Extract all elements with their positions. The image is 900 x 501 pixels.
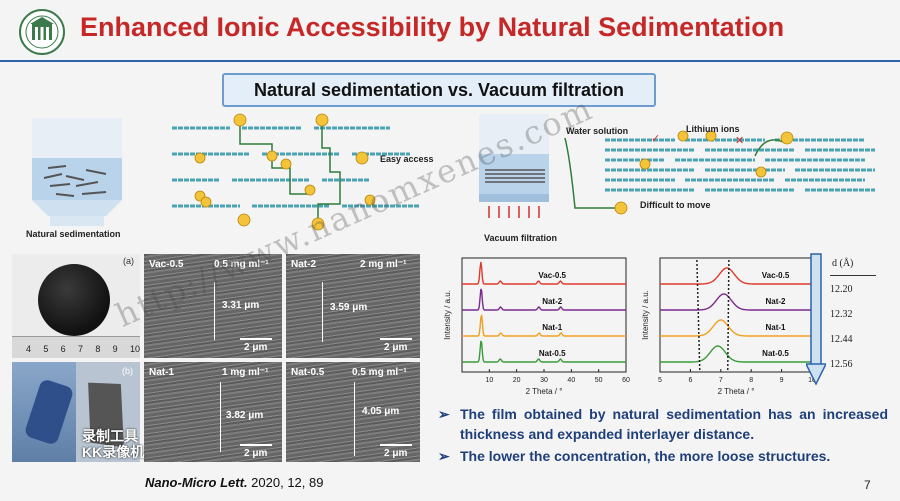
series-line-nat-0-5 — [462, 340, 626, 363]
conclusion-bullets: ➢ The film obtained by natural sedimenta… — [438, 404, 888, 466]
vacuum-arrows-icon — [488, 206, 540, 218]
water-solution-label: Water solution — [566, 126, 629, 136]
bullet-1: ➢ The film obtained by natural sedimenta… — [438, 406, 888, 442]
down-arrow-icon — [806, 253, 826, 386]
series-line-nat-1 — [660, 319, 812, 337]
filter-funnel-icon — [479, 114, 549, 202]
y-axis-label: Intensity / a.u. — [443, 290, 452, 340]
vacuum-filtration-schematic: ✓ ✕ — [479, 114, 875, 218]
panel-a-label: (a) — [123, 256, 134, 266]
series-label: Nat-0.5 — [762, 349, 789, 358]
x-tick-label: 7 — [719, 377, 723, 384]
lithium-ions-label: Lithium ions — [686, 124, 740, 134]
x-tick-label: 10 — [485, 377, 493, 384]
d-value-1: 12.20 — [830, 284, 853, 295]
svg-text:✕: ✕ — [735, 134, 744, 147]
x-axis-label: 2 Theta / ° — [526, 387, 563, 396]
difficult-to-move-label: Difficult to move — [640, 200, 711, 210]
beaker-icon — [32, 118, 122, 226]
trend-line — [727, 259, 730, 371]
natural-sedimentation-caption: Natural sedimentation — [26, 229, 121, 239]
d-value-3: 12.44 — [830, 334, 853, 345]
sem-panel-nat-0-5: Nat-0.5 0.5 mg ml⁻¹ 4.05 μm 2 μm — [286, 362, 420, 462]
x-tick-label: 9 — [780, 377, 784, 384]
x-tick-label: 6 — [688, 377, 692, 384]
d-value-2: 12.32 — [830, 309, 853, 320]
series-label: Nat-0.5 — [539, 349, 566, 358]
series-line-vac-0-5 — [660, 267, 812, 285]
series-label: Nat-2 — [542, 297, 563, 306]
comparison-subtitle: Natural sedimentation vs. Vacuum filtrat… — [222, 73, 656, 107]
bullet-2: ➢ The lower the concentration, the more … — [438, 448, 831, 464]
xrd-full-chart: 10 20 30 40 50 60 2 Theta / ° Intensity / a.u. V… — [443, 257, 630, 396]
series-label: Vac-0.5 — [538, 271, 566, 280]
page-number: 7 — [864, 478, 871, 492]
series-label: Nat-2 — [766, 297, 787, 306]
x-tick-label: 60 — [622, 377, 630, 384]
bullet-arrow-icon: ➢ — [438, 406, 450, 422]
series-line-nat-1 — [462, 314, 626, 337]
page-title: Enhanced Ionic Accessibility by Natural … — [80, 12, 785, 42]
d-value-4: 12.56 — [830, 359, 853, 370]
sem-panel-vac-0-5: Vac-0.5 0.5 mg ml⁻¹ 3.31 μm 2 μm — [144, 254, 282, 358]
series-line-vac-0-5 — [462, 261, 626, 285]
x-tick-label: 50 — [595, 377, 603, 384]
series-line-nat-2 — [660, 293, 812, 311]
recorder-watermark: 录制工具 KK录像机 — [82, 428, 145, 460]
trend-line — [696, 259, 701, 371]
citation: Nano-Micro Lett. 2020, 12, 89 — [145, 475, 324, 490]
sem-panel-nat-2: Nat-2 2 mg ml⁻¹ 3.59 μm 2 μm — [286, 254, 420, 358]
film-photo-b: (b) — [12, 362, 140, 462]
university-logo — [18, 6, 66, 58]
series-label: Vac-0.5 — [762, 271, 790, 280]
svg-text:✓: ✓ — [651, 132, 660, 145]
y-axis-label: Intensity / a.u. — [641, 290, 650, 340]
title-divider — [0, 60, 900, 62]
natural-sedimentation-schematic — [32, 113, 420, 231]
xrd-zoom-chart: 5 6 7 8 9 10 2 Theta / ° Intensity / a.u. Vac-0.… — [641, 257, 816, 396]
x-tick-label: 40 — [567, 377, 575, 384]
x-tick-label: 8 — [749, 377, 753, 384]
d-spacing-table: d (Å) 12.20 12.32 12.44 12.56 — [826, 254, 882, 384]
x-tick-label: 20 — [513, 377, 521, 384]
d-spacing-header: d (Å) — [832, 258, 854, 269]
series-label: Nat-1 — [766, 323, 787, 332]
vacuum-filtration-label: Vacuum filtration — [484, 233, 558, 243]
x-tick-label: 5 — [658, 377, 662, 384]
bullet-arrow-icon: ➢ — [438, 448, 450, 464]
x-axis-label: 2 Theta / ° — [718, 387, 755, 396]
series-line-nat-0-5 — [660, 345, 812, 363]
easy-access-label: Easy access — [380, 154, 434, 164]
series-label: Nat-1 — [542, 323, 563, 332]
x-tick-label: 30 — [540, 377, 548, 384]
sem-panel-nat-1: Nat-1 1 mg ml⁻¹ 3.82 μm 2 μm — [144, 362, 282, 462]
x-tick-label: 10 — [808, 377, 816, 384]
panel-b-label: (b) — [122, 366, 133, 376]
series-line-nat-2 — [462, 288, 626, 311]
